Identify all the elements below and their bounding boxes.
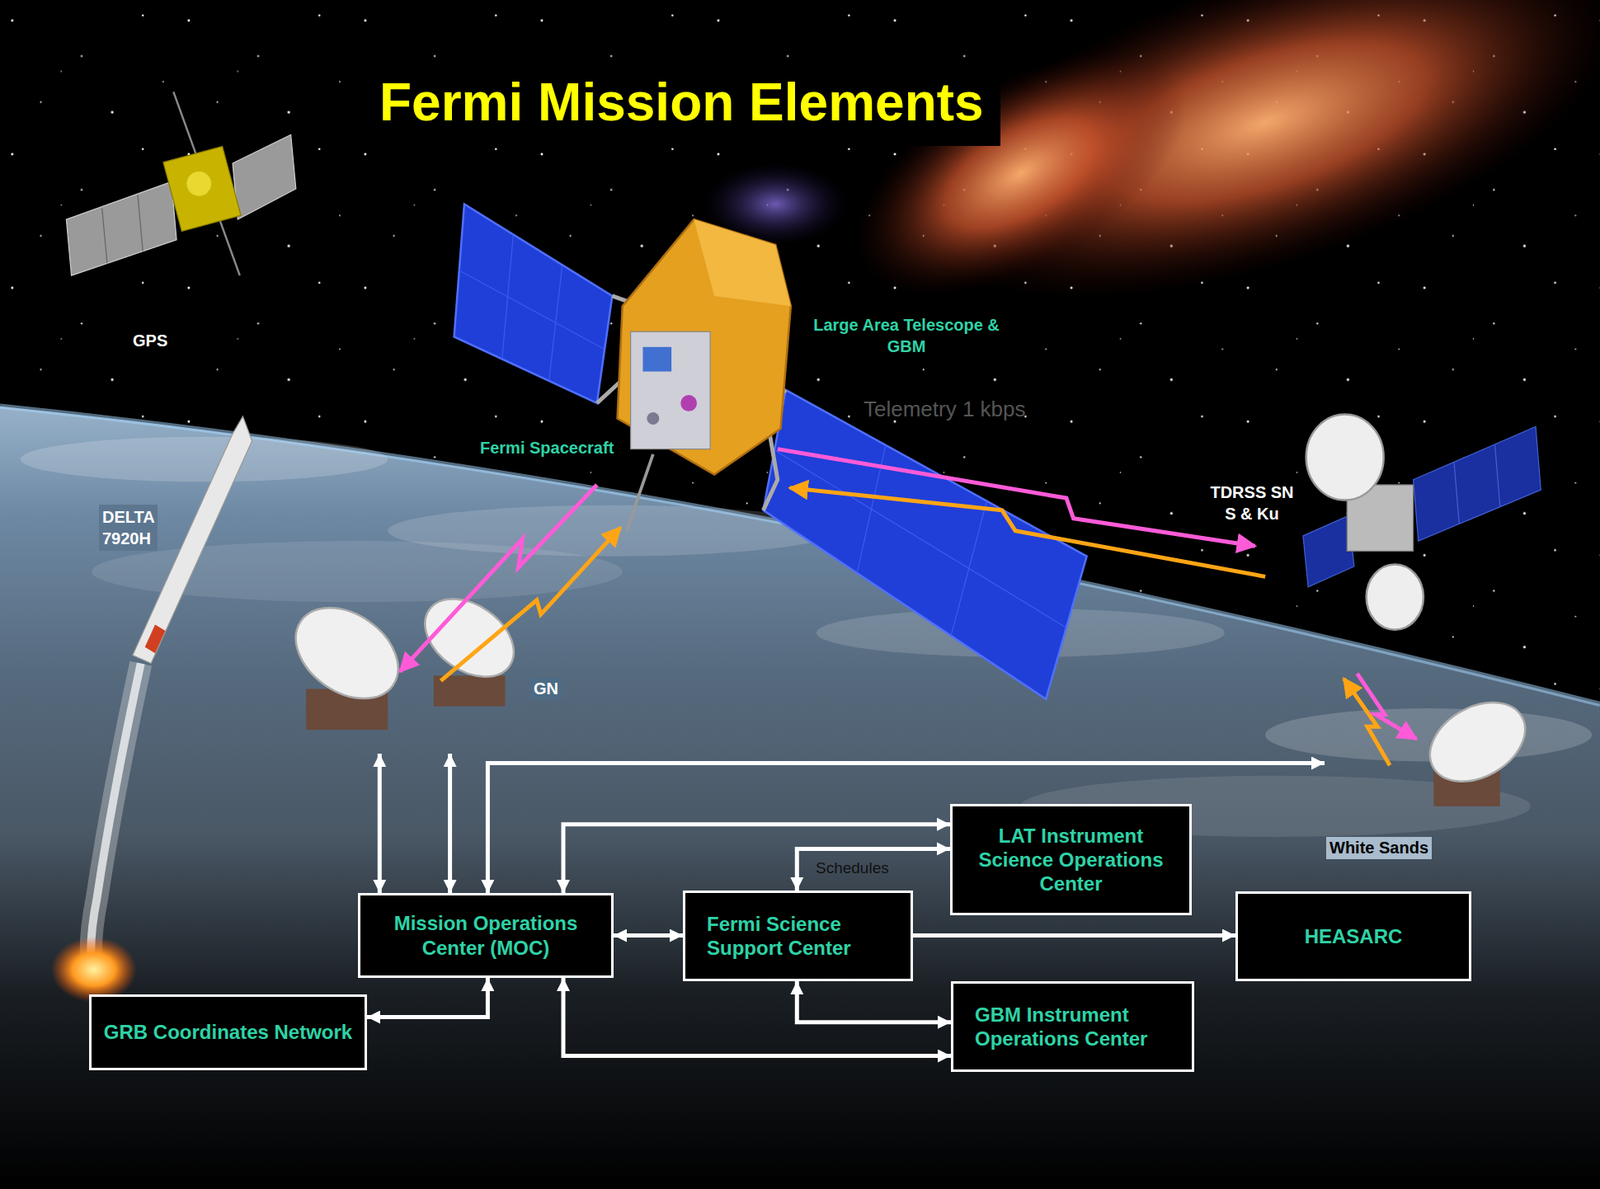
connector-arrow <box>487 763 1325 895</box>
ground-station: White Sands <box>1324 693 1539 862</box>
tdrss-satellite <box>1303 414 1541 631</box>
box-text: Fermi Science Support Center <box>706 912 899 961</box>
instrument-label: Large Area Telescope & GBM <box>799 310 1014 361</box>
gps-satellite-part <box>65 181 177 276</box>
delta-rocket-part <box>51 936 137 1003</box>
box-text: HEASARC <box>1304 924 1403 949</box>
fermi-spacecraft-part <box>762 390 1087 700</box>
station-label: GN <box>530 677 562 701</box>
gps-satellite-part <box>163 146 241 232</box>
gps-satellite <box>65 91 296 276</box>
fermi-spacecraft-part <box>617 219 791 475</box>
fermi-spacecraft-part <box>630 331 711 449</box>
connector-arrow <box>563 978 951 1057</box>
connector-arrow <box>563 824 951 894</box>
box-text: GRB Coordinates Network <box>103 1020 353 1045</box>
satellite-label: TDRSS SN S & Ku <box>1204 480 1300 527</box>
connector-label: Schedules <box>814 859 891 879</box>
radio-links-part <box>400 484 598 673</box>
fermi-spacecraft-part <box>693 219 791 306</box>
tdrss-satellite-part <box>1366 564 1424 630</box>
gps-satellite-part <box>232 134 297 220</box>
nebula-part <box>815 2 1226 346</box>
tdrss-satellite-part <box>1413 426 1542 542</box>
satellite-label: GPS <box>124 326 176 355</box>
nebula <box>704 0 1600 372</box>
rocket-label: DELTA 7920H <box>98 504 158 551</box>
fermi-spacecraft-part <box>646 412 659 425</box>
ground-dishes <box>278 583 1539 807</box>
gps-satellite-part <box>186 171 212 197</box>
radio-links <box>400 449 1417 767</box>
archive-box: HEASARC <box>1235 891 1472 982</box>
connector-arrow <box>796 848 951 891</box>
connector-arrow <box>613 933 683 938</box>
gps-satellite-part <box>137 194 143 251</box>
ops-center-box: Mission Operations Center (MOC) <box>357 893 614 979</box>
delta-rocket-part <box>90 663 141 981</box>
fermi-spacecraft-part <box>642 347 672 372</box>
delta-rocket-part <box>145 625 166 655</box>
radio-links-part <box>790 488 1266 578</box>
radio-links-part <box>1343 678 1390 766</box>
ground-dishes-part <box>1416 686 1539 798</box>
network-box: GRB Coordinates Network <box>89 994 368 1071</box>
earth-part <box>20 437 388 482</box>
gps-satellite-part <box>102 208 108 264</box>
fermi-spacecraft-part <box>774 450 1067 628</box>
box-text: Mission Operations Center (MOC) <box>371 911 600 960</box>
tdrss-satellite-part <box>1454 462 1459 524</box>
fermi-spacecraft <box>454 204 1088 700</box>
fermi-spacecraft-part <box>459 270 605 349</box>
radio-links-part <box>1357 673 1417 739</box>
earth-part <box>1265 708 1592 762</box>
ground-network: GN <box>280 600 572 754</box>
connector-arrow <box>377 753 382 894</box>
tdrss-satellite-part <box>1495 445 1501 507</box>
telemetry-note: Telemetry 1 kbps <box>860 395 1030 424</box>
connector-arrow <box>912 933 1236 938</box>
spacecraft-label: Fermi Spacecraft <box>471 433 622 462</box>
tdrss-satellite-part <box>1306 414 1384 501</box>
earth-part <box>0 406 1600 705</box>
science-center-box: Fermi Science Support Center <box>682 890 913 982</box>
ground-dishes-part <box>278 589 415 718</box>
fermi-spacecraft-part <box>626 454 654 532</box>
fermi-spacecraft-part <box>454 204 613 404</box>
delta-rocket-part <box>90 663 141 981</box>
ground-dishes-part <box>410 583 529 693</box>
connector-arrow <box>447 753 452 894</box>
box-text: LAT Instrument Science Operations Center <box>964 823 1178 897</box>
delta-rocket <box>51 416 253 1003</box>
connector-arrow <box>367 978 488 1018</box>
ops-center-box: GBM Instrument Operations Center <box>950 981 1195 1073</box>
diagram-title: Fermi Mission Elements <box>362 59 1001 146</box>
radio-links-part <box>440 527 621 682</box>
fermi-spacecraft-part <box>680 395 697 412</box>
station-label: White Sands <box>1326 837 1432 860</box>
box-text: GBM Instrument Operations Center <box>974 1002 1181 1052</box>
ops-center-box: LAT Instrument Science Operations Center <box>950 804 1192 916</box>
connector-arrow <box>796 981 951 1023</box>
